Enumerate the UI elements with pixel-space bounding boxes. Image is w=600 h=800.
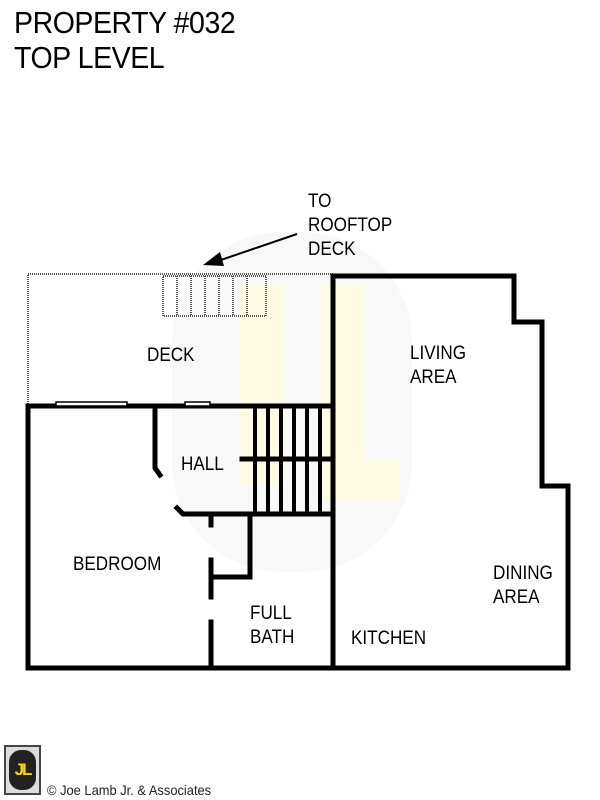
- room-label-dining-2: AREA: [493, 587, 540, 608]
- page-title-level: TOP LEVEL: [14, 40, 165, 75]
- annotation-deck: DECK: [308, 239, 356, 260]
- room-label-dining-1: DINING: [493, 563, 553, 584]
- room-label-bedroom: BEDROOM: [73, 554, 162, 575]
- room-label-living-1: LIVING: [410, 343, 467, 364]
- windows: [55, 401, 211, 407]
- stairs-icon: [253, 408, 322, 512]
- room-label-kitchen: KITCHEN: [351, 628, 427, 649]
- room-label-deck: DECK: [147, 345, 195, 366]
- arrow-icon: [203, 233, 298, 266]
- walls: [25, 273, 571, 671]
- room-label-bath-1: FULL: [250, 603, 292, 624]
- room-label-hall: HALL: [181, 454, 224, 475]
- deck-outline: [27, 273, 333, 406]
- copyright-text: © Joe Lamb Jr. & Associates: [47, 782, 212, 798]
- annotation-rooftop: ROOFTOP: [308, 215, 393, 236]
- logo-text: JL: [9, 750, 36, 790]
- company-logo-icon: JL: [4, 745, 41, 795]
- room-label-bath-2: BATH: [250, 627, 295, 648]
- page-title-property: PROPERTY #032: [14, 5, 236, 40]
- room-label-living-2: AREA: [410, 367, 457, 388]
- annotation-to: TO: [308, 191, 332, 212]
